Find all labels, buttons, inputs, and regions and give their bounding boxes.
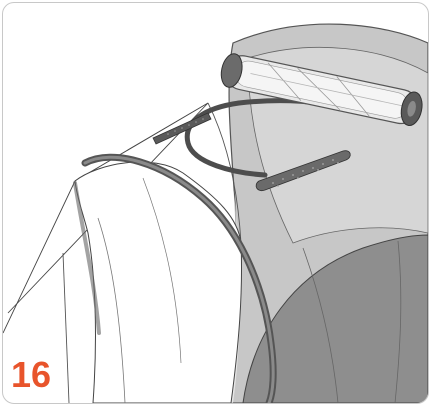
rain-cover-installation-illustration	[3, 3, 428, 403]
step-number-label: 16	[11, 355, 51, 395]
